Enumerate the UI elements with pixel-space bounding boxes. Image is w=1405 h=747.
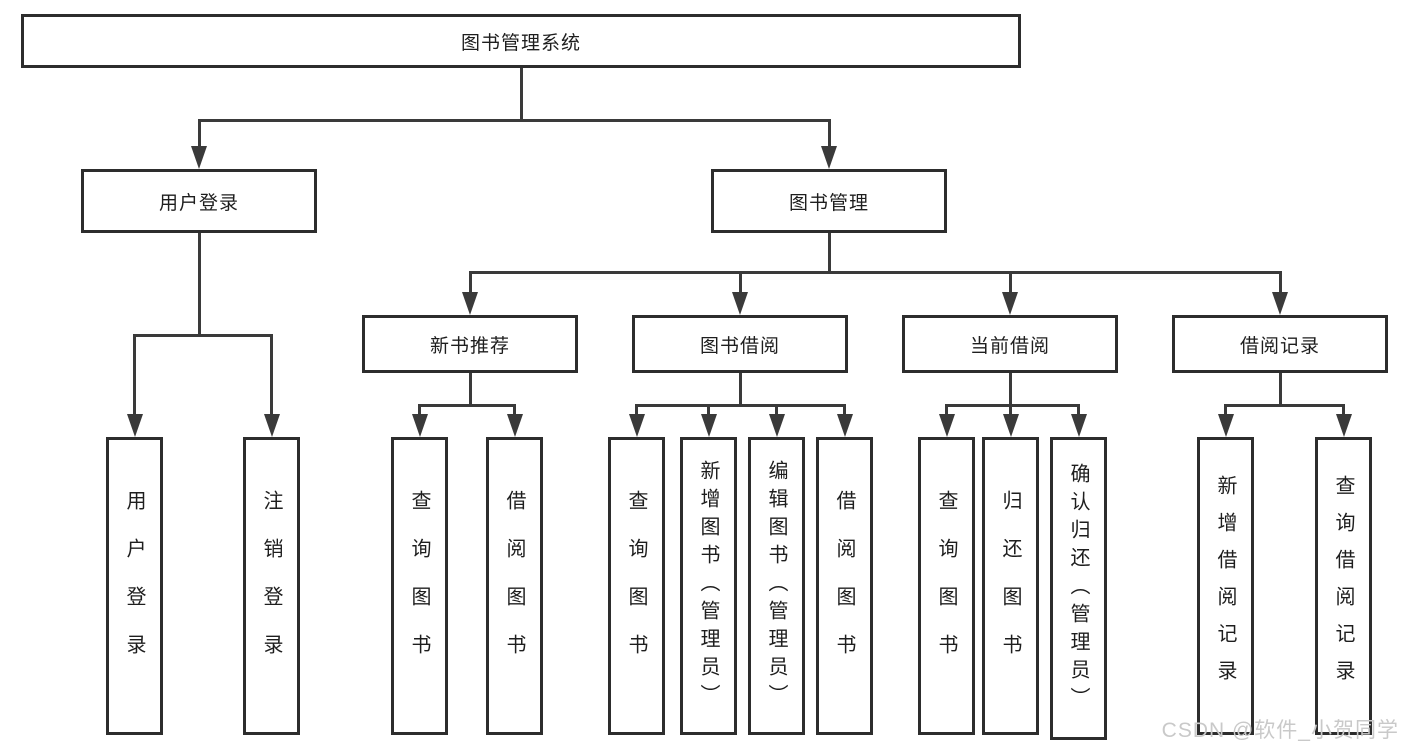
connector-newbook-stem [468, 373, 472, 407]
leaf-newbook-borrow-label: 借阅图书 [503, 490, 525, 682]
leaf-borrow-borrow-label: 借阅图书 [833, 490, 855, 682]
connector-drop-leaf-logout [270, 334, 273, 416]
arrowhead-leaf-login [126, 414, 143, 437]
arrowhead-leaf-logout [263, 414, 280, 437]
leaf-current-confirm-label: 确认归还（管理员） [1067, 462, 1089, 715]
connector-records-stem [1278, 373, 1282, 407]
leaf-current-query: 查询图书 [918, 437, 975, 735]
connector-drop-user-login [197, 119, 201, 150]
leaf-current-return-label: 归还图书 [999, 490, 1021, 682]
node-current-borrow-label: 当前借阅 [969, 335, 1050, 357]
connector-drop-newbook-borrow [513, 404, 516, 417]
connector-drop-book-borrow [738, 271, 742, 295]
connector-root-stem [519, 66, 523, 120]
node-new-book-label: 新书推荐 [429, 335, 510, 357]
node-root: 图书管理系统 [21, 14, 1021, 68]
watermark: CSDN @软件_小贺同学 [1161, 719, 1399, 742]
node-book-borrow-label: 图书借阅 [699, 335, 780, 357]
arrowhead-current-confirm [1070, 414, 1087, 437]
leaf-newbook-query-label: 查询图书 [408, 490, 430, 682]
connector-mgmt-stem [827, 233, 831, 274]
connector-mgmt-rail [468, 271, 1282, 274]
arrowhead-new-book [462, 292, 478, 315]
connector-drop-newbook-query [418, 404, 421, 417]
leaf-records-add: 新增借阅记录 [1197, 437, 1254, 735]
node-new-book: 新书推荐 [362, 315, 578, 373]
leaf-borrow-borrow: 借阅图书 [816, 437, 873, 735]
node-book-mgmt-label: 图书管理 [788, 192, 869, 214]
leaf-current-confirm: 确认归还（管理员） [1050, 437, 1107, 740]
connector-login-stem [197, 233, 201, 336]
connector-drop-borrow-query [635, 404, 638, 417]
arrowhead-newbook-borrow [506, 414, 523, 437]
arrowhead-records-query [1335, 414, 1352, 437]
leaf-logout: 注销登录 [243, 437, 300, 735]
node-user-login: 用户登录 [81, 169, 317, 233]
connector-drop-current-borrow [1008, 271, 1012, 295]
arrowhead-borrow-records [1272, 292, 1288, 315]
node-book-mgmt: 图书管理 [711, 169, 947, 233]
leaf-records-query-label: 查询借阅记录 [1332, 475, 1354, 697]
leaf-newbook-query: 查询图书 [391, 437, 448, 735]
arrowhead-book-borrow [732, 292, 748, 315]
connector-drop-borrow-records [1278, 271, 1282, 295]
connector-drop-records-add [1224, 404, 1227, 417]
connector-current-rail [945, 404, 1080, 407]
connector-drop-borrow-add [707, 404, 710, 417]
node-current-borrow: 当前借阅 [902, 315, 1118, 373]
leaf-borrow-edit-label: 编辑图书（管理员） [765, 460, 787, 712]
connector-drop-current-return [1009, 404, 1012, 417]
leaf-borrow-add-label: 新增图书（管理员） [697, 460, 719, 712]
arrowhead-borrow-add [700, 414, 717, 437]
leaf-records-add-label: 新增借阅记录 [1214, 475, 1236, 697]
connector-drop-current-confirm [1077, 404, 1080, 417]
connector-drop-leaf-login [133, 334, 136, 416]
node-borrow-records: 借阅记录 [1172, 315, 1388, 373]
arrowhead-borrow-edit [768, 414, 785, 437]
leaf-borrow-add: 新增图书（管理员） [680, 437, 737, 735]
node-root-label: 图书管理系统 [460, 32, 581, 54]
arrowhead-current-borrow [1002, 292, 1018, 315]
leaf-user-login: 用户登录 [106, 437, 163, 735]
leaf-borrow-query-label: 查询图书 [625, 490, 647, 682]
arrowhead-newbook-query [411, 414, 428, 437]
connector-borrow-stem [738, 373, 742, 407]
leaf-borrow-query: 查询图书 [608, 437, 665, 735]
connector-drop-records-query [1342, 404, 1345, 417]
connector-borrow-rail [635, 404, 846, 407]
connector-drop-borrow-edit [775, 404, 778, 417]
leaf-current-return: 归还图书 [982, 437, 1039, 735]
arrowhead-book-mgmt [821, 146, 837, 169]
connector-newbook-rail [418, 404, 516, 407]
node-book-borrow: 图书借阅 [632, 315, 848, 373]
leaf-user-login-label: 用户登录 [123, 490, 145, 682]
arrowhead-current-query [938, 414, 955, 437]
arrowhead-records-add [1217, 414, 1234, 437]
arrowhead-borrow-query [628, 414, 645, 437]
connector-root-rail [197, 119, 831, 122]
node-borrow-records-label: 借阅记录 [1239, 335, 1320, 357]
connector-drop-book-mgmt [827, 119, 831, 150]
leaf-current-query-label: 查询图书 [935, 490, 957, 682]
connector-records-rail [1224, 404, 1345, 407]
connector-drop-new-book [468, 271, 472, 295]
connector-login-rail [133, 334, 273, 337]
arrowhead-borrow-borrow [836, 414, 853, 437]
leaf-records-query: 查询借阅记录 [1315, 437, 1372, 735]
connector-current-stem [1008, 373, 1012, 407]
leaf-borrow-edit: 编辑图书（管理员） [748, 437, 805, 735]
connector-drop-current-query [945, 404, 948, 417]
node-user-login-label: 用户登录 [158, 192, 239, 214]
arrowhead-current-return [1002, 414, 1019, 437]
leaf-newbook-borrow: 借阅图书 [486, 437, 543, 735]
leaf-logout-label: 注销登录 [260, 490, 282, 682]
connector-drop-borrow-borrow [843, 404, 846, 417]
arrowhead-user-login [191, 146, 207, 169]
